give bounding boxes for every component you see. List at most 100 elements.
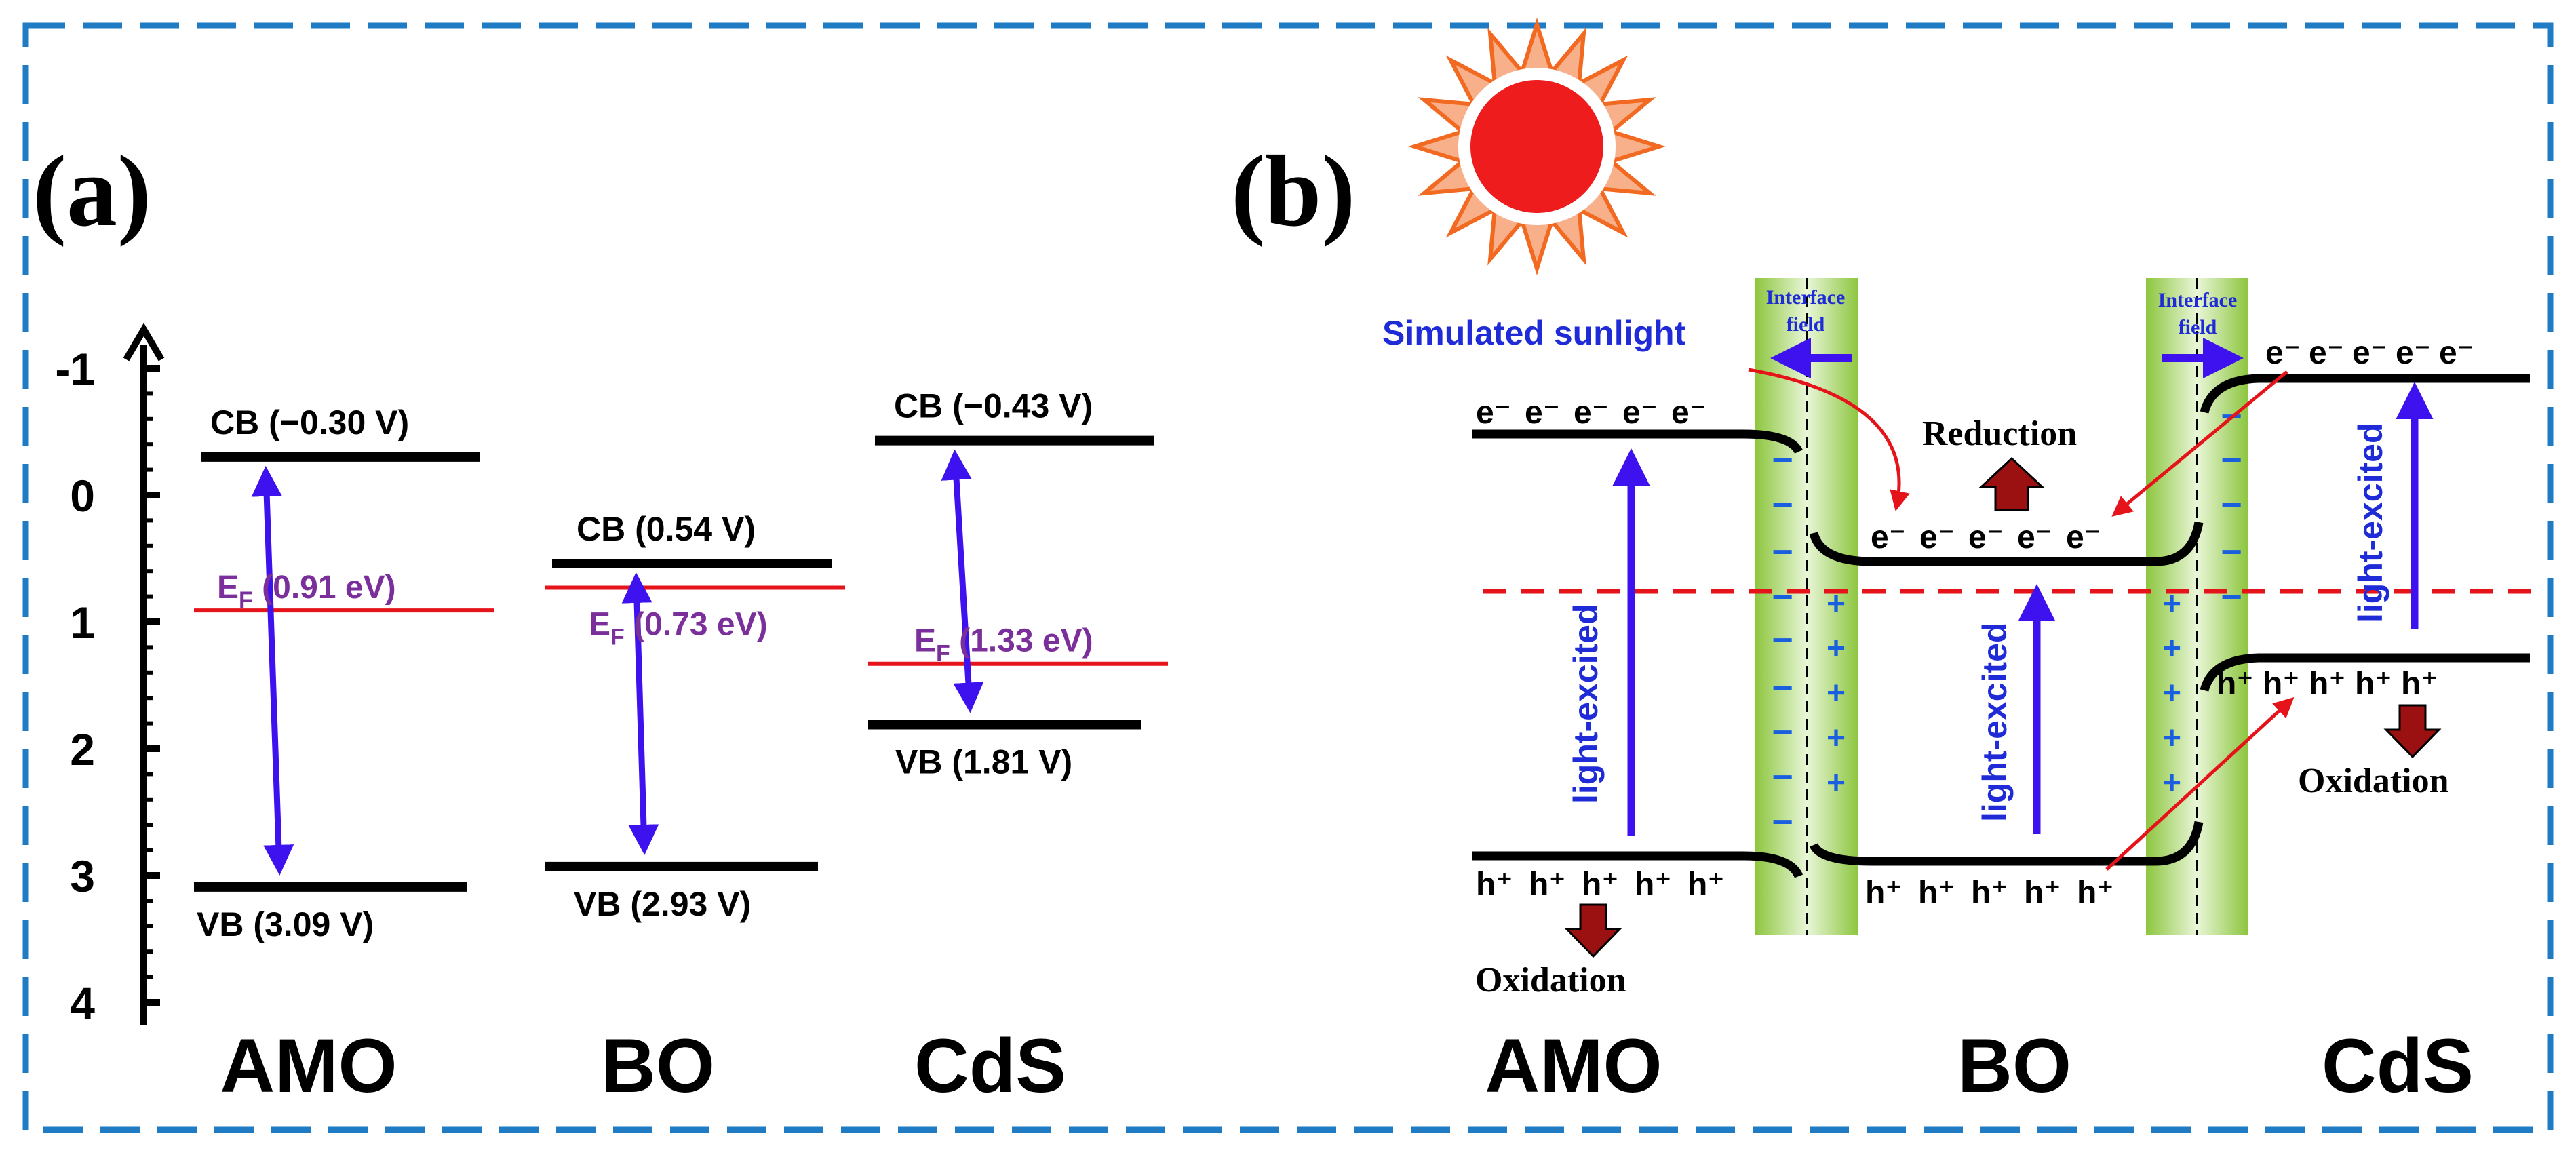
axis-tick-label: 2 xyxy=(70,724,95,774)
panel-a-material-cds: CdS xyxy=(914,1023,1066,1108)
amo-oxidation-down-arrow xyxy=(1564,903,1622,958)
vb-label: VB (2.93 V) xyxy=(574,885,751,923)
hole-label: h⁺ xyxy=(2355,666,2392,702)
panel-a-material-amo: AMO xyxy=(220,1023,397,1108)
amo-cb-edge xyxy=(1472,429,1803,454)
plus-sign: + xyxy=(1827,675,1846,711)
cds-oxidation-down-arrow xyxy=(2383,704,2442,759)
panel-b: (b) Simulated sunlight Interface field I… xyxy=(1231,17,2543,1108)
axis-tick-label: 0 xyxy=(70,471,95,521)
bo-hole-transfer-arrow xyxy=(2105,696,2295,871)
bo-light-excited-label: light-excited xyxy=(1976,623,2014,822)
hole-label: h⁺ xyxy=(2401,666,2438,702)
minus-sign: − xyxy=(2221,439,2242,480)
panel-b-band-edges xyxy=(1472,374,2530,878)
simulated-sunlight-label: Simulated sunlight xyxy=(1382,314,1686,352)
axis-tick-label: 3 xyxy=(70,851,95,901)
sunlight-to-bo-arrow xyxy=(1748,368,1910,511)
hole-label: h⁺ xyxy=(1687,867,1725,903)
axis-tick-label: 1 xyxy=(70,597,95,648)
minus-sign: − xyxy=(1772,712,1793,753)
amo-vb-edge xyxy=(1472,851,1803,878)
interface-field-label-right-2: field xyxy=(2179,316,2217,338)
hole-label: h⁺ xyxy=(1476,867,1513,903)
reduction-up-arrow xyxy=(1978,456,2045,511)
reduction-label: Reduction xyxy=(1922,414,2077,453)
figure-frame xyxy=(22,22,2554,1133)
bandgap-arrow xyxy=(941,449,984,713)
electron-label: e⁻ xyxy=(2017,519,2052,555)
plus-sign: + xyxy=(2162,720,2181,756)
electron-label: e⁻ xyxy=(1968,519,2004,555)
sun-icon xyxy=(1407,17,1666,276)
electron-label: e⁻ xyxy=(2265,335,2301,371)
electron-label: e⁻ xyxy=(1574,395,1609,431)
cds-oxidation-label: Oxidation xyxy=(2298,762,2449,800)
hole-label: h⁺ xyxy=(2077,875,2114,911)
interface-field-label-right-1: Interface xyxy=(2158,289,2238,311)
plus-sign: + xyxy=(2162,675,2181,711)
hole-label: h⁺ xyxy=(1582,867,1619,903)
energy-axis-arrowhead xyxy=(123,323,165,361)
electron-label: e⁻ xyxy=(2066,519,2101,555)
panel-b-material-cds: CdS xyxy=(2322,1023,2474,1108)
hole-label: h⁺ xyxy=(1529,867,1566,903)
panel-a-label: (a) xyxy=(33,135,151,248)
plus-sign: + xyxy=(1827,720,1846,756)
fermi-level-label: EF (0.73 eV) xyxy=(589,607,768,650)
hole-label: h⁺ xyxy=(1865,875,1902,911)
plus-sign: + xyxy=(1827,765,1846,801)
plus-sign: + xyxy=(1827,631,1846,667)
electron-label: e⁻ xyxy=(2309,335,2344,371)
axis-tick-label: -1 xyxy=(55,344,95,394)
minus-sign: − xyxy=(1772,484,1793,525)
electron-label: e⁻ xyxy=(1871,519,1906,555)
bandgap-arrow xyxy=(621,572,659,855)
axis-tick-label: 4 xyxy=(70,978,95,1028)
hole-label: h⁺ xyxy=(2024,875,2061,911)
minus-sign: − xyxy=(2221,576,2242,617)
electron-label: e⁻ xyxy=(1919,519,1955,555)
vb-label: VB (1.81 V) xyxy=(895,743,1072,781)
panel-a: (a) -1 0 1 2 3 4 CB (−0.30 V) VB (3.09 V) EF (0… xyxy=(33,135,1168,1108)
minus-sign: − xyxy=(1772,667,1793,708)
cds-electron-transfer-arrow xyxy=(2111,370,2288,517)
hole-label: h⁺ xyxy=(2309,666,2346,702)
interface-field-label-left-1: Interface xyxy=(1766,286,1846,309)
band-levels-bo: CB (0.54 V) VB (2.93 V) EF (0.73 eV) xyxy=(545,510,845,923)
bo-cb-edge xyxy=(1809,521,2204,566)
panel-b-material-bo: BO xyxy=(1957,1023,2071,1108)
cds-cb-edge xyxy=(2200,374,2530,414)
space-charge-signs: −−−−−−−−−−−−−−++++++++++ xyxy=(1772,396,2242,842)
plus-sign: + xyxy=(2162,631,2181,667)
minus-sign: − xyxy=(1772,802,1793,842)
electron-label: e⁻ xyxy=(1525,395,1560,431)
hole-label: h⁺ xyxy=(2263,666,2300,702)
minus-sign: − xyxy=(1772,576,1793,617)
panel-a-material-bo: BO xyxy=(601,1023,715,1108)
cb-label: CB (−0.30 V) xyxy=(210,404,409,441)
band-levels-cds: CB (−0.43 V)VB (1.81 V)EF (1.33 eV) xyxy=(868,387,1168,781)
minus-sign: − xyxy=(1772,620,1793,661)
carrier-labels: e⁻e⁻e⁻e⁻e⁻e⁻e⁻e⁻e⁻e⁻e⁻e⁻e⁻e⁻e⁻h⁺h⁺h⁺h⁺h⁺… xyxy=(1476,335,2474,911)
electron-label: e⁻ xyxy=(1671,395,1706,431)
cds-vb-edge xyxy=(2200,653,2530,692)
cb-label: CB (0.54 V) xyxy=(577,510,756,548)
electron-label: e⁻ xyxy=(1476,395,1511,431)
electron-label: e⁻ xyxy=(2439,335,2474,371)
bandgap-arrow xyxy=(251,465,294,876)
minus-sign: − xyxy=(2221,532,2242,572)
panel-a-band-levels: CB (−0.30 V)VB (3.09 V)EF (0.91 eV)CB (0… xyxy=(194,387,1168,943)
minus-sign: − xyxy=(1772,532,1793,572)
electron-label: e⁻ xyxy=(2396,335,2431,371)
hole-label: h⁺ xyxy=(1635,867,1672,903)
interface-field-label-left-2: field xyxy=(1787,313,1825,336)
cb-label: CB (−0.43 V) xyxy=(894,387,1093,425)
bo-vb-edge xyxy=(1810,821,2204,866)
vb-label: VB (3.09 V) xyxy=(197,905,374,943)
electron-label: e⁻ xyxy=(1622,395,1658,431)
hole-label: h⁺ xyxy=(1971,875,2008,911)
band-levels-amo: CB (−0.30 V)VB (3.09 V)EF (0.91 eV) xyxy=(194,404,494,943)
plus-sign: + xyxy=(2162,765,2181,801)
